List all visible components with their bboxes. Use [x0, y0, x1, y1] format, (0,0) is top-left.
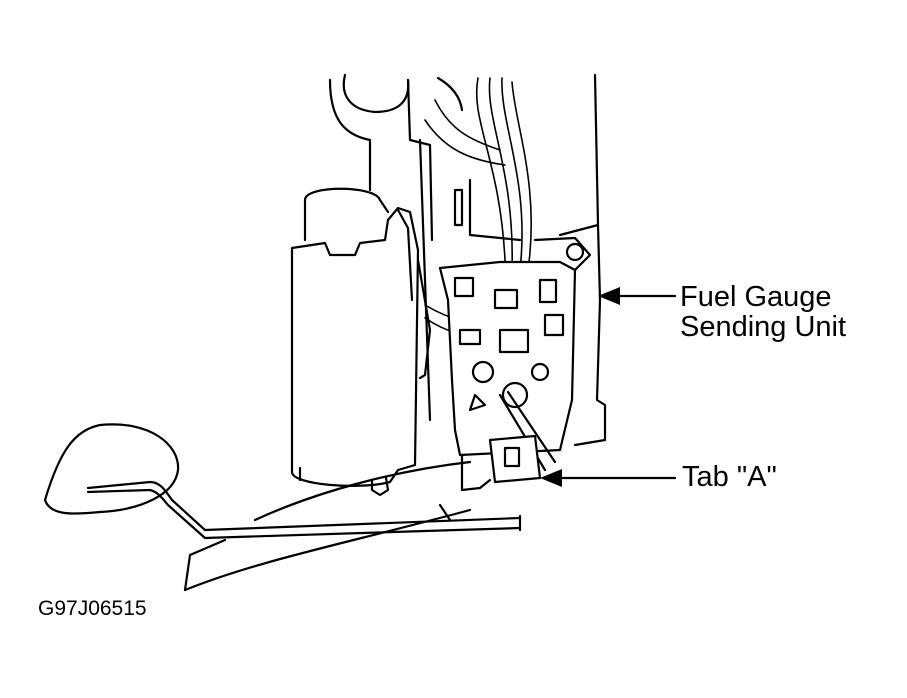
pump-canister [290, 187, 432, 497]
fuel-gauge-sending-unit-label: Fuel Gauge Sending Unit [680, 282, 846, 343]
pump-mount-column [328, 73, 607, 447]
leader-arrow-fuel-gauge [598, 287, 677, 305]
figure-code: G97J06515 [38, 597, 147, 620]
fuel-gauge-label-line2: Sending Unit [680, 311, 847, 344]
tab-a-label: Tab "A" [682, 461, 777, 493]
leader-arrow-tab-a [540, 469, 677, 487]
float-arm-assembly [43, 423, 522, 592]
fuel-gauge-label-line1: Fuel Gauge [680, 281, 832, 313]
sending-unit-plate [438, 236, 592, 472]
